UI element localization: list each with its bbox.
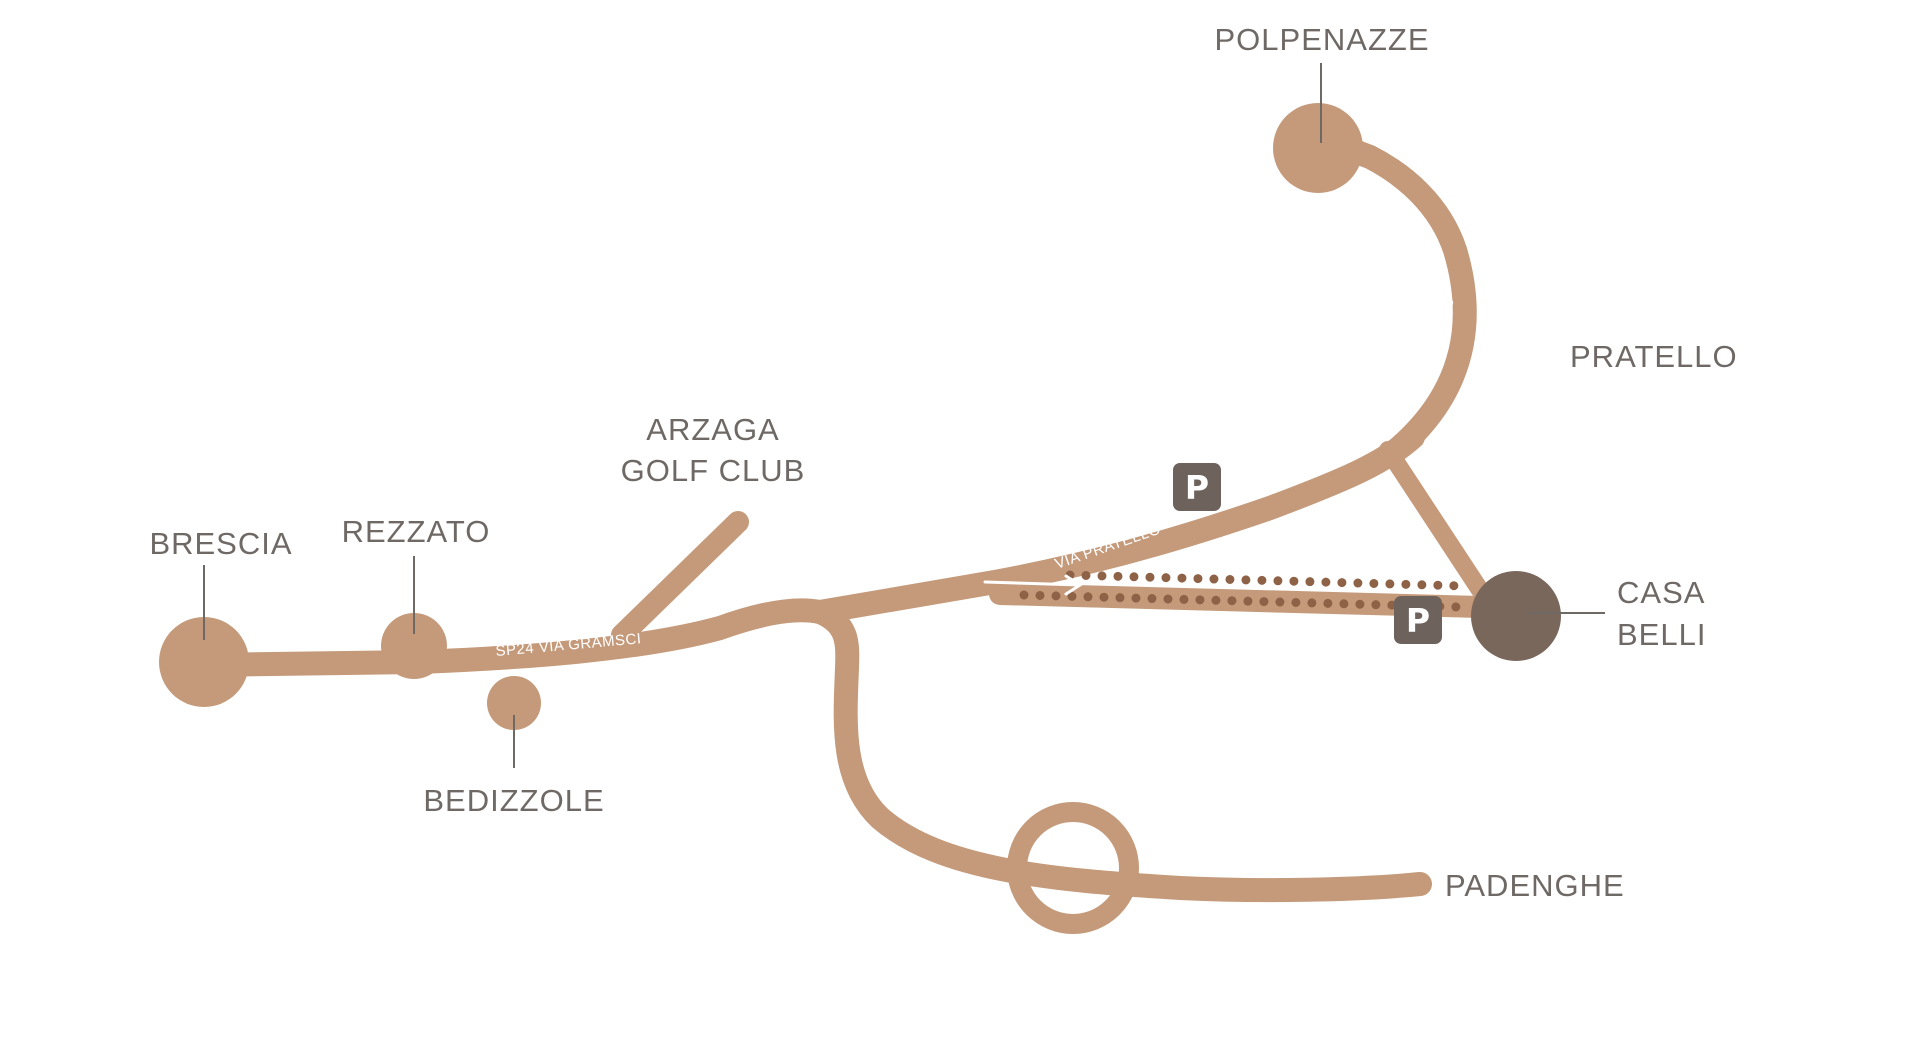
dotted-path (1019, 570, 1470, 612)
road-via-castelletto (1313, 128, 1477, 469)
place-label-casa: CASA (1617, 575, 1705, 610)
node-bedizzole (487, 676, 541, 730)
place-label-brescia: BRESCIA (149, 526, 292, 561)
parking-icon: P (1173, 463, 1221, 511)
place-label-belli: BELLI (1617, 617, 1706, 652)
direction-arrow-icon (983, 574, 1083, 596)
road-sp24 (193, 598, 832, 677)
node-polpenazze (1273, 103, 1363, 193)
place-label-bedizzole: BEDIZZOLE (423, 783, 604, 818)
dotted-path-upper (1065, 570, 1470, 591)
parking-icon: P (1394, 596, 1442, 644)
svg-text:P: P (1406, 601, 1430, 640)
node-rezzato (381, 613, 447, 679)
place-label-rezzato: REZZATO (342, 514, 491, 549)
road-arzaga (611, 511, 749, 646)
place-label-polpenazze: POLPENAZZE (1215, 22, 1430, 57)
svg-text:P: P (1185, 468, 1209, 507)
node-brescia (159, 617, 249, 707)
place-label-pratello: PRATELLO (1570, 339, 1738, 374)
place-label-arzaga-line2: GOLF CLUB (621, 453, 806, 488)
roads (193, 128, 1491, 903)
road-padenghe (808, 600, 1432, 903)
place-label-padenghe: PADENGHE (1445, 868, 1625, 903)
road-via-pratello (808, 425, 1425, 624)
road-connector (1379, 441, 1489, 599)
place-label-arzaga-line1: ARZAGA (646, 412, 779, 447)
destination-marker (1471, 571, 1561, 661)
roundabout-icon (1007, 802, 1139, 934)
